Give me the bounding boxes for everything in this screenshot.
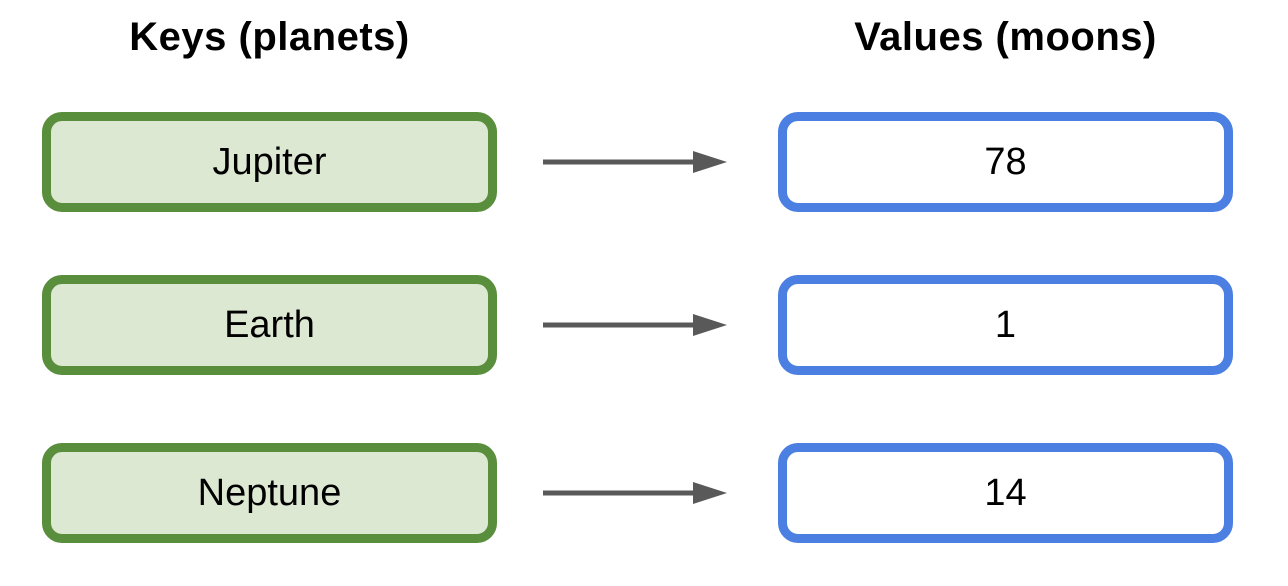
value-box-earth: 1 [778,275,1233,375]
value-box-neptune: 14 [778,443,1233,543]
mapping-row-neptune: Neptune 14 [0,443,1288,543]
key-label: Neptune [197,471,342,514]
value-label: 1 [994,303,1017,346]
mapping-row-jupiter: Jupiter 78 [0,112,1288,212]
key-box-jupiter: Jupiter [42,112,497,212]
values-column-header: Values (moons) [854,15,1157,59]
right-arrow-icon [543,151,727,173]
value-box-jupiter: 78 [778,112,1233,212]
value-label: 78 [984,140,1027,183]
key-label: Jupiter [212,140,327,183]
mapping-row-earth: Earth 1 [0,275,1288,375]
value-label: 14 [984,471,1027,514]
key-box-earth: Earth [42,275,497,375]
keys-column-header: Keys (planets) [129,15,410,59]
key-box-neptune: Neptune [42,443,497,543]
right-arrow-icon [543,482,727,504]
right-arrow-icon [543,314,727,336]
key-label: Earth [224,303,315,346]
